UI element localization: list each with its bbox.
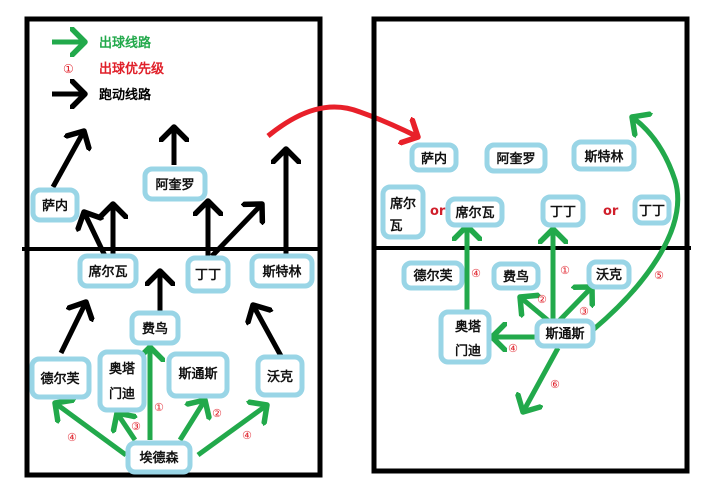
run-route-silva-left [84,212,108,258]
pass-route-stones-forward-space [592,117,681,331]
priority-label: ④ [471,267,481,280]
player-name-line: 门迪 [455,343,481,359]
player-name: 斯通斯 [178,366,217,382]
player-name: 阿奎罗 [155,177,194,193]
run-route-dingding-right [210,204,262,258]
player-node[interactable]: 丁丁 [185,255,231,294]
player-node[interactable]: 埃德森 [125,440,193,475]
player-name-line: 门迪 [109,386,135,402]
player-name: 费鸟 [142,321,168,337]
priority-label: ④ [508,342,518,355]
player-node[interactable]: 阿奎罗 [142,166,208,202]
pass-route-ederson-stones [177,400,205,442]
priority-label: ⑥ [550,378,560,391]
player-node[interactable]: 丁丁 [632,194,672,226]
player-name: 萨内 [421,151,447,167]
priority-label: ⑤ [654,269,664,282]
priority-label: ③ [131,420,141,433]
player-name: 斯特林 [262,264,301,280]
pass-route-stones-fernandinho [520,297,552,324]
right-field-border [371,16,690,474]
player-name-line: 瓦 [389,219,402,234]
pass-route-stones-walker [556,287,592,324]
player-node[interactable]: 萨内 [30,187,80,223]
player-name: 萨内 [42,198,68,214]
priority-label: ③ [579,305,589,318]
player-node[interactable]: 斯特林 [249,253,315,289]
player-name-line: 奥塔 [455,319,482,335]
player-node[interactable]: 德尔芙 [29,356,92,400]
transition-arrow [266,104,418,137]
legend-run-route-label: 跑动线路 [99,87,152,103]
priority-label: ② [212,407,222,420]
left-priority-labels: ① ② ③ ④ ④ [67,401,252,444]
player-node[interactable]: 沃克 [255,354,305,398]
priority-label: ④ [67,431,77,444]
player-node[interactable]: 德尔芙 [401,260,465,291]
pass-route-stones-back-space [523,346,561,412]
or-label: or [430,204,446,219]
player-name: 德尔芙 [413,268,453,284]
run-route-sane [50,131,84,189]
right-pass-routes [467,117,681,412]
run-route-walker [253,305,284,358]
player-node[interactable]: 奥塔 门迪 [438,309,492,365]
player-node[interactable]: 斯特林 [571,139,637,172]
legend-priority-label: 出球优先级 [99,61,165,77]
player-node[interactable]: 费鸟 [129,310,181,346]
player-node[interactable]: 萨内 [409,142,459,173]
player-node[interactable]: 沃克 [586,259,632,290]
player-node[interactable]: 席尔 瓦 [380,184,426,240]
player-name: 阿奎罗 [496,151,535,167]
pass-route-ederson-delph [55,403,128,458]
player-name: 沃克 [267,369,293,385]
player-node[interactable]: 斯通斯 [166,351,230,399]
or-label: or [603,204,619,219]
priority-label: ④ [242,429,252,442]
player-node[interactable]: 阿奎罗 [484,142,548,174]
player-name-line: 奥塔 [109,361,136,377]
left-pass-routes [55,347,267,458]
priority-label: ① [560,264,570,277]
player-name: 席尔瓦 [88,264,127,280]
player-name: 丁丁 [550,205,576,220]
legend-pass-route-label: 出球线路 [99,35,152,51]
player-name: 埃德森 [139,450,179,466]
pass-route-ederson-otamendi [117,413,135,442]
player-name: 沃克 [596,267,622,283]
player-name: 丁丁 [639,204,665,219]
left-run-routes [50,127,286,358]
player-node[interactable]: 席尔瓦 [77,253,139,289]
right-field: ① ② ③ ④ ④ ⑤ ⑥ or or 萨内 阿奎罗 斯特林 席尔 瓦 [371,16,691,474]
player-node[interactable]: 奥塔 门迪 [97,349,147,413]
left-field: 出球线路 ① 出球优先级 跑动线路 [22,16,323,478]
player-node[interactable]: 斯通斯 [534,318,596,349]
player-name: 斯通斯 [545,326,584,342]
player-node[interactable]: 丁丁 [540,194,586,228]
player-name: 丁丁 [195,268,221,283]
legend: 出球线路 ① 出球优先级 跑动线路 [52,35,165,103]
player-name: 德尔芙 [40,371,80,387]
priority-label: ① [154,401,164,414]
priority-label: ② [537,293,547,306]
player-name: 费鸟 [503,269,529,285]
player-name-line: 席尔 [390,196,416,212]
run-route-delph [58,302,86,355]
player-name: 席尔瓦 [455,205,494,221]
pass-route-ederson-walker [196,405,267,458]
player-node[interactable]: 席尔瓦 [445,196,505,228]
player-node[interactable]: 费鸟 [491,261,541,291]
legend-priority-symbol: ① [63,62,74,76]
player-name: 斯特林 [584,149,623,165]
right-priority-labels: ① ② ③ ④ ④ ⑤ ⑥ [471,264,664,391]
